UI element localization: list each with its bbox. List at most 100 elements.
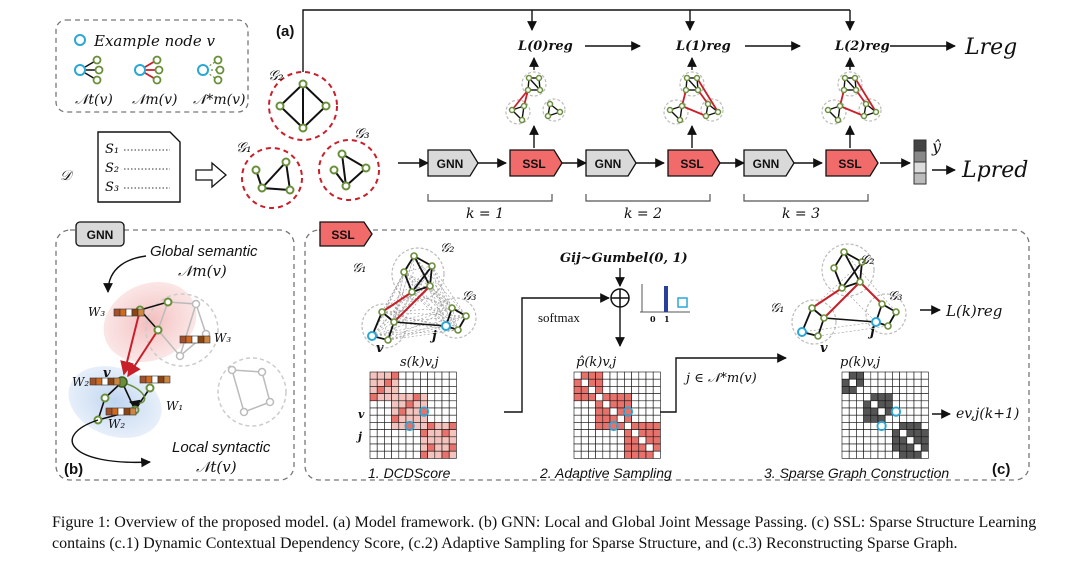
weight-bar-w3-a: [113, 308, 145, 317]
step-2-label: 2. Adaptive Sampling: [539, 465, 672, 481]
figure-caption: Figure 1: Overview of the proposed model…: [52, 512, 1042, 554]
k-label-3: k = 3: [782, 206, 820, 222]
sentence-2: S₂: [105, 161, 119, 176]
gnn-block-1: GNN: [427, 149, 479, 177]
ssl-reg-loss: L(k)reg: [945, 302, 1002, 320]
legend-box: Example node v: [55, 19, 249, 113]
k-brackets: [427, 194, 869, 202]
matrix-row-j: j: [356, 430, 362, 443]
learned-cluster-2: [663, 71, 724, 125]
weight-bar-w2-b: [105, 407, 137, 416]
weight-bar-w1: [139, 375, 171, 384]
svg-text:SSL: SSL: [680, 157, 703, 171]
c3-node-j-label: j: [867, 325, 875, 340]
global-semantic-label: Global semantic: [150, 243, 258, 260]
panel-c: SSL 𝒢₁ 𝒢₂ 𝒢₃ v j 𝒢₁ 𝒢₂ 𝒢₃ v j s(k)v,j p̂…: [304, 221, 1030, 481]
panel-b-tag: (b): [64, 461, 83, 478]
graph-g2-label: 𝒢₂: [268, 68, 284, 84]
weight-w2-a: W₂: [72, 375, 89, 389]
svg-text:SSL: SSL: [838, 157, 861, 171]
svg-text:0: 0: [650, 314, 656, 324]
softmax-label: softmax: [538, 310, 580, 325]
y-hat-label: ŷ: [931, 137, 942, 156]
ssl-badge: SSL: [319, 221, 373, 247]
p-label: p(k)v,j: [840, 355, 880, 370]
local-syntactic-label: Local syntactic: [172, 439, 271, 456]
reg-loss-labels: L(0)reg L(1)reg L(2)reg Lreg: [517, 35, 1017, 60]
input-graph-g3: 𝒢₃: [318, 126, 380, 201]
c3-node-v-label: v: [820, 341, 828, 356]
global-set-label: 𝒩m(v): [178, 262, 227, 280]
ssl-block-2: SSL: [667, 149, 721, 177]
ssl-block-3: SSL: [825, 149, 879, 177]
weight-w2-b: W₂: [108, 417, 125, 431]
svg-text:GNN: GNN: [753, 157, 780, 171]
sparse-graph: [791, 243, 907, 345]
svg-text:GNN: GNN: [87, 228, 114, 242]
matrix-dcdscore: [369, 371, 457, 459]
reg-loss-1: L(1)reg: [675, 39, 731, 54]
c-node-v-label: v: [376, 341, 384, 356]
reg-loss-2: L(2)reg: [834, 39, 890, 54]
nm-neighbourhood-icon: [134, 55, 164, 85]
c-graph-g3-label: 𝒢₃: [462, 289, 476, 304]
matrix-sparse-graph: [841, 371, 929, 459]
panel-b: GNN Global semantic 𝒩m(v): [55, 221, 295, 481]
dataset-document: 𝒟 S₁ S₂ S₃: [60, 131, 181, 203]
one-hot-sample-icon: 0 1: [640, 284, 690, 324]
weight-bar-w3-b: [179, 335, 211, 344]
weight-bar-w2-a: [89, 377, 121, 386]
node-v-label: v: [103, 366, 111, 381]
sparse-constructed-graph: [791, 243, 907, 345]
nm-star-neighbourhood-icon: [197, 55, 225, 85]
legend-nm-star-label: 𝒩*m(v): [193, 92, 246, 108]
svg-text:1: 1: [664, 314, 670, 324]
input-graph-g2: 𝒢₂: [268, 68, 338, 141]
graph-g3-label: 𝒢₃: [354, 126, 370, 142]
learned-cluster-3: [821, 71, 882, 125]
k-label-1: k = 1: [466, 206, 504, 222]
edge-output-label: ev,j(k+1): [956, 406, 1019, 422]
hollow-arrow-icon: [195, 161, 227, 189]
k-label-2: k = 2: [624, 206, 662, 222]
dataset-label: 𝒟: [60, 168, 74, 184]
sentence-3: S₃: [105, 180, 119, 195]
panel-a-tag: (a): [276, 23, 294, 40]
reg-loss-0: L(0)reg: [517, 39, 573, 54]
svg-text:GNN: GNN: [437, 157, 464, 171]
legend-example-node: Example node v: [93, 32, 216, 50]
local-set-label: 𝒩t(v): [196, 458, 237, 476]
c-graph-g1-label: 𝒢₁: [352, 261, 366, 276]
sentence-1: S₁: [105, 142, 119, 157]
weight-w3-b: W₃: [214, 331, 231, 345]
l-reg-output: Lreg: [964, 35, 1017, 60]
learned-cluster-1: [505, 71, 566, 125]
gumbel-label: Gij~Gumbel(0, 1): [560, 251, 688, 266]
output-vector: [913, 139, 927, 185]
caption-text: Figure 1: Overview of the proposed model…: [52, 514, 1037, 552]
ssl-block-1: SSL: [509, 149, 563, 177]
matrix-row-v: v: [358, 408, 365, 421]
nt-neighbourhood-icon: [74, 55, 104, 85]
step-1-label: 1. DCDScore: [368, 465, 451, 481]
step-3-label: 3. Sparse Graph Construction: [764, 465, 949, 481]
c-node-j-label: j: [429, 329, 437, 344]
gnn-badge: GNN: [75, 221, 125, 247]
weight-w1: W₁: [166, 399, 183, 413]
gnn-block-3: GNN: [743, 149, 795, 177]
learned-graph-clusters: [505, 71, 882, 125]
svg-text:SSL: SSL: [331, 228, 354, 242]
model-overview-figure: Example node v: [55, 9, 1030, 481]
svg-text:SSL: SSL: [522, 157, 545, 171]
dense-graph: [361, 247, 477, 349]
pipeline-row: GNN SSL GNN SSL GNN SSL ŷ Lpred: [398, 57, 1028, 185]
panel-c-tag: (c): [992, 461, 1010, 478]
c3-graph-g2-label: 𝒢₂: [860, 253, 874, 268]
l-pred-output: Lpred: [961, 158, 1028, 183]
weight-w3-a: W₃: [88, 305, 105, 319]
condition-label: j ∈ 𝒩*m(v): [683, 371, 757, 386]
input-graph-g1: 𝒢₁: [236, 140, 303, 209]
c-graph-g2-label: 𝒢₂: [440, 241, 454, 256]
gnn-block-2: GNN: [585, 149, 637, 177]
dcd-dense-graph: [361, 247, 477, 349]
